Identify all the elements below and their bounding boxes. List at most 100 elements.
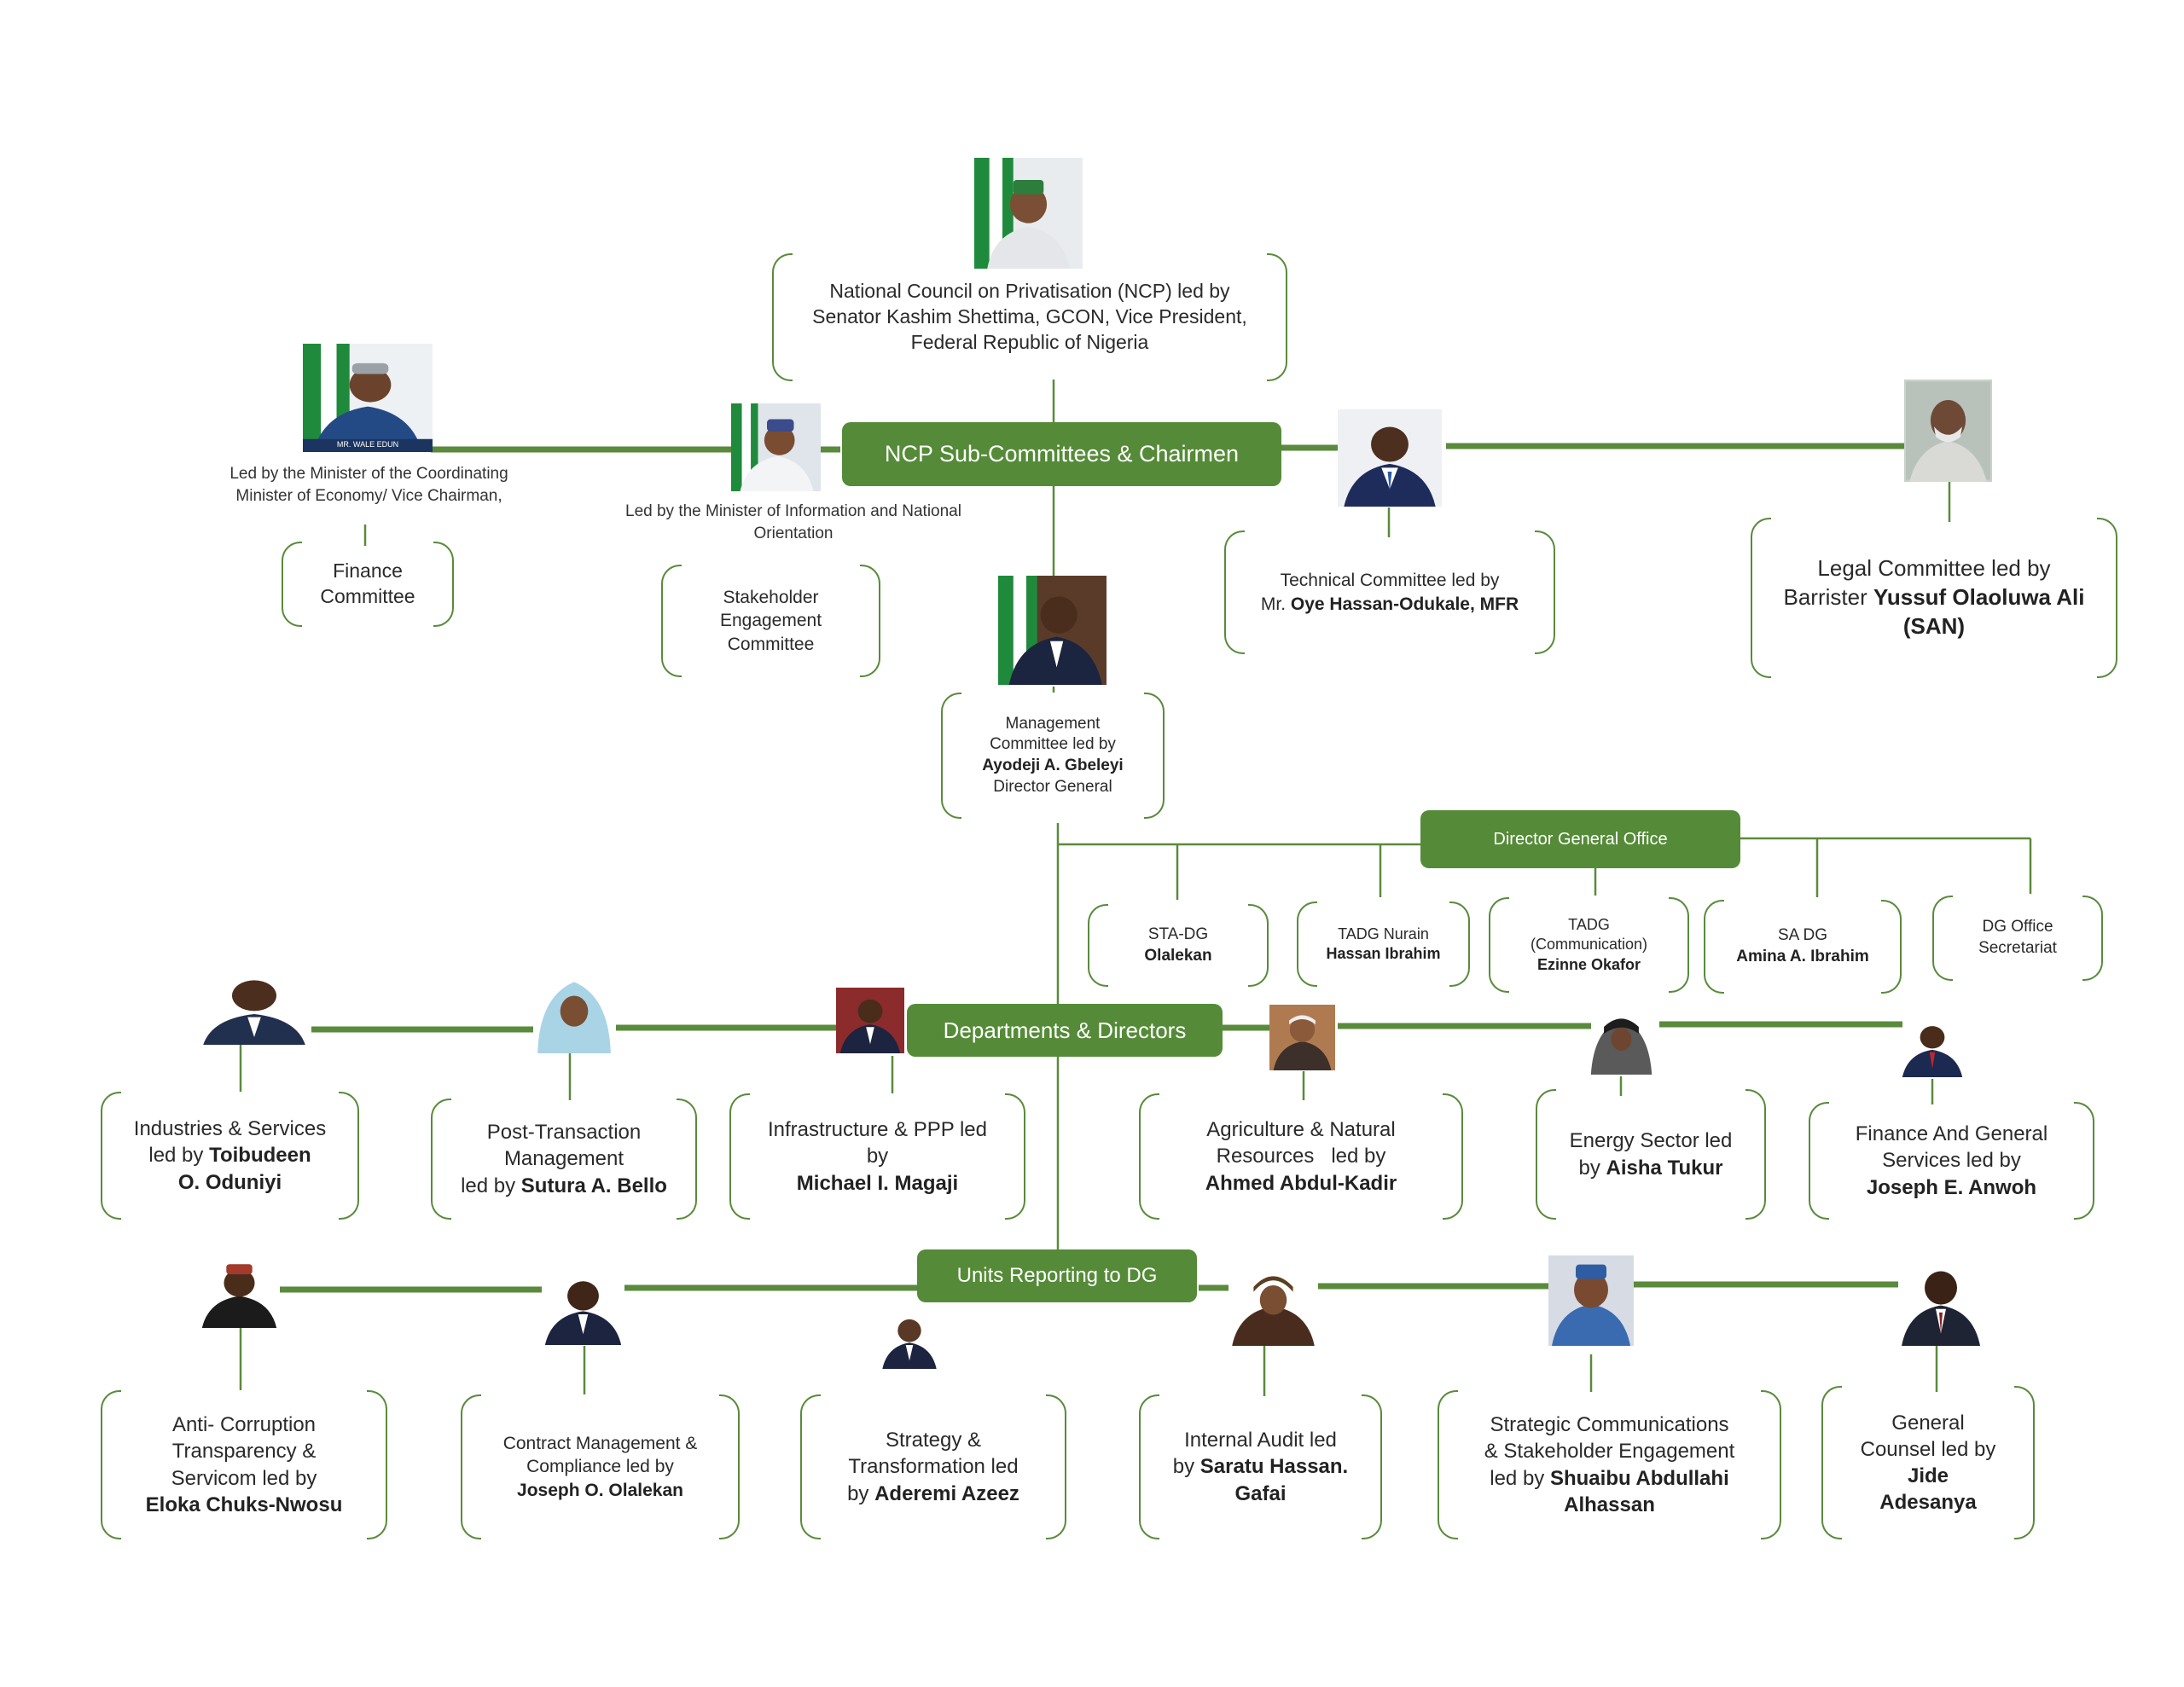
dept-energy-name: Aisha Tukur xyxy=(1606,1156,1723,1180)
finance-committee-line1: Finance xyxy=(333,559,403,583)
management-committee-line4: Director General xyxy=(993,777,1112,796)
dept-industries-services-line1: Industries & Services xyxy=(133,1117,327,1141)
strategy-head-photo xyxy=(879,1309,940,1369)
dg-office-unit-tadg-nurain: TADG Nurain Hassan Ibrahim xyxy=(1297,901,1470,987)
dg-office-unit-sta-line1: STA-DG xyxy=(1147,925,1209,943)
stakeholder-committee-line2: Engagement xyxy=(719,611,822,631)
dept-industries-services-name2: O. Oduniyi xyxy=(177,1170,282,1194)
stakeholder-committee-line3: Committee xyxy=(727,634,815,654)
unit-strategic-communications-line4: Alhassan xyxy=(1484,1492,1735,1518)
dept-post-transaction-line3: led by Sutura A. Bello xyxy=(461,1173,667,1199)
stakeholder-caption-line1: Led by the Minister of Information and N… xyxy=(625,502,961,520)
unit-strategic-communications-name: Shuaibu Abdullahi xyxy=(1549,1466,1729,1490)
infrastructure-director-photo xyxy=(836,988,904,1053)
dept-post-transaction-line2: Management xyxy=(503,1147,624,1171)
dept-post-transaction-line1: Post-Transaction xyxy=(486,1121,642,1145)
unit-general-counsel-line2: Counsel led by xyxy=(1860,1437,1996,1461)
dept-finance-general-line2: Services led by xyxy=(1882,1149,2021,1173)
unit-contract-management-line2: Compliance led by xyxy=(526,1457,674,1477)
general-counsel-photo xyxy=(1898,1258,1984,1346)
unit-anti-corruption-line4: Eloka Chuks-Nwosu xyxy=(146,1492,343,1518)
unit-contract-management-line1: Contract Management & xyxy=(502,1434,698,1454)
technical-committee-line1: Technical Committee led by xyxy=(1280,571,1500,591)
technical-committee-line2: Mr. Oye Hassan-Odukale, MFR xyxy=(1261,593,1519,616)
dept-industries-services-line2: led by Toibudeen xyxy=(134,1142,326,1168)
unit-general-counsel-line1: General xyxy=(1891,1411,1965,1435)
dg-office-hub: Director General Office xyxy=(1420,810,1740,868)
dept-infrastructure-ppp-line1: Infrastructure & PPP led xyxy=(767,1118,987,1142)
finance-committee-line2: Committee xyxy=(320,585,415,607)
management-committee-box: Management Committee led by Ayodeji A. G… xyxy=(941,693,1165,819)
dg-office-unit-sa-dg: SA DG Amina A. Ibrahim xyxy=(1704,900,1902,994)
unit-internal-audit-name: Saratu Hassan. xyxy=(1199,1455,1349,1479)
finance-general-director-photo xyxy=(1898,1015,1966,1077)
technical-committee-box: Technical Committee led by Mr. Oye Hassa… xyxy=(1224,530,1555,654)
dept-industries-services-prefix: led by xyxy=(148,1144,210,1168)
unit-strategic-communications-prefix: led by xyxy=(1490,1466,1550,1490)
dept-agriculture-line2: Resources led by xyxy=(1216,1145,1386,1168)
unit-internal-audit-line2: by Saratu Hassan. xyxy=(1173,1453,1348,1480)
dept-infrastructure-ppp: Infrastructure & PPP led by Michael I. M… xyxy=(729,1093,1025,1220)
stakeholder-chair-photo xyxy=(731,403,821,491)
stakeholder-caption: Led by the Minister of Information and N… xyxy=(597,501,990,544)
legal-chair-photo xyxy=(1904,380,1992,482)
dept-finance-general-name: Joseph E. Anwoh xyxy=(1866,1175,2037,1199)
dept-post-transaction-prefix: led by xyxy=(461,1174,521,1197)
dept-infrastructure-ppp-line3: Michael I. Magaji xyxy=(768,1170,987,1197)
finance-committee-box: Finance Committee xyxy=(282,542,454,627)
anti-corruption-head-photo xyxy=(199,1255,280,1328)
dg-office-unit-sa-dg-line2: Amina A. Ibrahim xyxy=(1736,947,1869,968)
stakeholder-committee-box: Stakeholder Engagement Committee xyxy=(661,565,880,677)
legal-chair-name: Yussuf Olaoluwa Ali xyxy=(1873,584,2085,611)
unit-general-counsel: General Counsel led by Jide Adesanya xyxy=(1821,1386,2035,1539)
vice-president-photo xyxy=(974,158,1083,269)
dg-office-unit-tadg-nurain-name: Hassan Ibrahim xyxy=(1326,945,1441,962)
management-committee-line3: Ayodeji A. Gbeleyi xyxy=(982,756,1123,777)
technical-chair-photo xyxy=(1338,409,1442,507)
finance-caption-line1: Led by the Minister of the Coordinating xyxy=(229,465,508,483)
unit-general-counsel-line3: Jide xyxy=(1861,1463,1996,1489)
unit-anti-corruption: Anti- Corruption Transparency & Servicom… xyxy=(101,1390,387,1539)
dg-office-unit-tadg-communication: TADG (Communication) Ezinne Okafor xyxy=(1489,897,1689,993)
dept-agriculture: Agriculture & Natural Resources led by A… xyxy=(1139,1093,1463,1220)
stakeholder-committee-line1: Stakeholder xyxy=(723,588,819,608)
legal-committee-line3: (SAN) xyxy=(1783,612,2084,641)
unit-strategy-transformation: Strategy & Transformation led by Aderemi… xyxy=(800,1394,1066,1539)
dept-agriculture-name: Ahmed Abdul-Kadir xyxy=(1205,1171,1397,1195)
ncp-council-box: National Council on Privatisation (NCP) … xyxy=(772,253,1287,381)
post-transaction-director-photo xyxy=(531,972,618,1053)
unit-general-counsel-name2: Adesanya xyxy=(1879,1491,1977,1515)
dept-finance-general: Finance And General Services led by Jose… xyxy=(1809,1102,2094,1220)
unit-general-counsel-name: Jide xyxy=(1907,1464,1949,1487)
legal-committee-line2: Barrister Yussuf Olaoluwa Ali xyxy=(1783,583,2084,612)
unit-strategy-transformation-line2: Transformation led xyxy=(848,1455,1019,1479)
unit-strategy-transformation-prefix: by xyxy=(847,1481,875,1505)
dg-office-unit-tadg-communication-line1: TADG xyxy=(1568,915,1610,933)
dg-office-unit-tadg-communication-name: Ezinne Okafor xyxy=(1536,955,1641,973)
dg-office-unit-sta-line2: Olalekan xyxy=(1144,946,1211,967)
ncp-council-line2: Senator Kashim Shettima, GCON, Vice Pres… xyxy=(812,305,1247,328)
unit-anti-corruption-line2: Transparency & xyxy=(171,1440,317,1464)
finance-chair-photo: MR. WALE EDUN xyxy=(303,344,433,452)
stakeholder-caption-line2: Orientation xyxy=(753,524,834,542)
unit-internal-audit-line3: Gafai xyxy=(1173,1481,1348,1507)
dg-office-unit-sa-dg-line1: SA DG xyxy=(1777,926,1828,945)
dg-office-unit-sta-name: Olalekan xyxy=(1144,946,1212,965)
director-general-name: Ayodeji A. Gbeleyi xyxy=(982,757,1124,774)
unit-general-counsel-line4: Adesanya xyxy=(1861,1489,1996,1516)
technical-chair-name: Oye Hassan-Odukale, MFR xyxy=(1290,594,1519,614)
unit-strategy-transformation-line3: by Aderemi Azeez xyxy=(847,1481,1019,1507)
agriculture-director-photo xyxy=(1269,1005,1335,1070)
subcommittees-hub: NCP Sub-Committees & Chairmen xyxy=(842,422,1281,486)
finance-chair-photo-label: MR. WALE EDUN xyxy=(336,440,399,449)
management-committee-line2: Committee led by xyxy=(990,735,1116,754)
dept-industries-services: Industries & Services led by Toibudeen O… xyxy=(101,1092,359,1220)
strategic-communications-head-photo xyxy=(1548,1255,1634,1346)
ncp-council-line1: National Council on Privatisation (NCP) … xyxy=(829,280,1230,303)
dept-agriculture-line1: Agriculture & Natural xyxy=(1206,1118,1396,1142)
finance-caption: Led by the Minister of the Coordinating … xyxy=(196,463,542,507)
director-general-photo xyxy=(998,576,1107,685)
dg-office-unit-secretariat-line2: Secretariat xyxy=(1978,939,2057,957)
dg-office-unit-tadg-nurain-line1: TADG Nurain xyxy=(1338,925,1429,942)
legal-chair-title: (SAN) xyxy=(1902,612,1966,639)
